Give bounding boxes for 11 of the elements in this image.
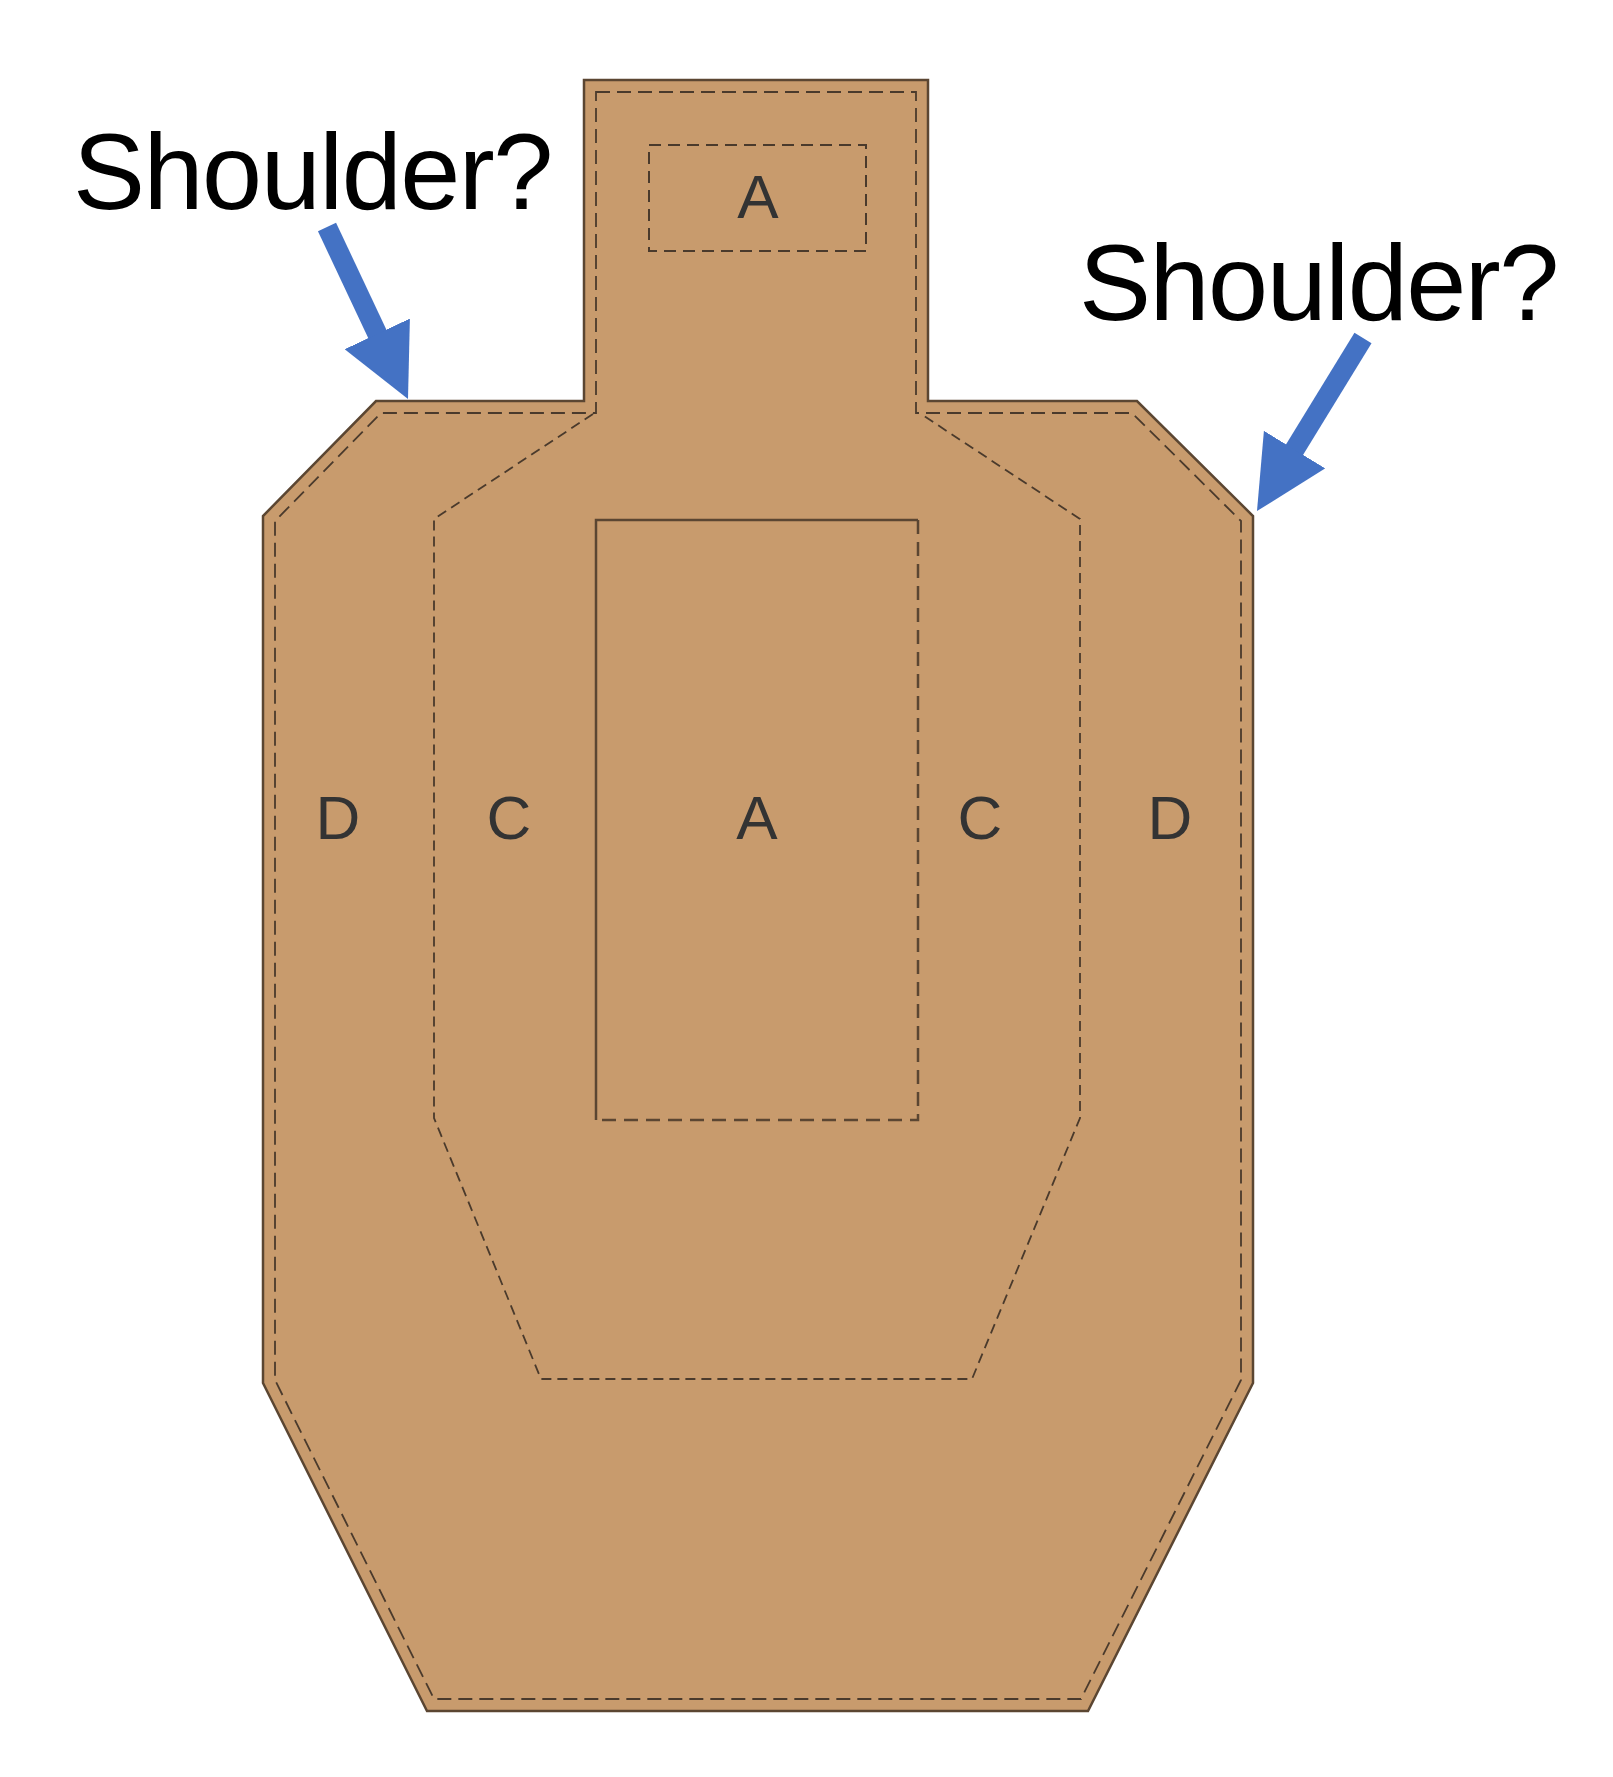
zone-letter: C xyxy=(486,787,532,849)
head-zone-outline xyxy=(648,144,867,252)
callout-text: Shoulder? xyxy=(1079,229,1558,337)
center-zone-outline xyxy=(595,519,920,1122)
callout-text: Shoulder? xyxy=(73,118,552,226)
zone-letter: C xyxy=(957,787,1003,849)
zone-letter: D xyxy=(315,787,361,849)
zone-letter: A xyxy=(736,787,778,849)
zone-letter: A xyxy=(737,166,779,228)
body-zone-outline xyxy=(433,413,1082,1381)
zone-letter: D xyxy=(1147,787,1193,849)
